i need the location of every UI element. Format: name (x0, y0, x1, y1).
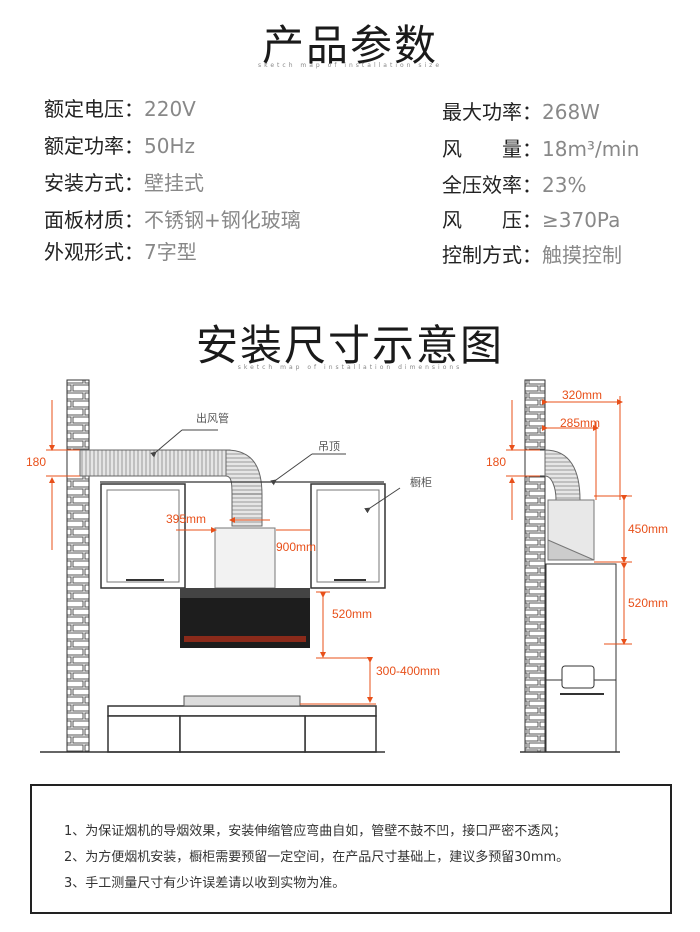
label-cabinet: 橱柜 (410, 476, 432, 489)
lower-cabinet-middle (179, 715, 306, 753)
spec-value: 23% (542, 173, 587, 197)
side-dim-label-450: 450mm (628, 522, 669, 536)
wall-opening-side (524, 449, 546, 477)
dim-label-180: 180 (26, 455, 47, 469)
spec-value: 18m³/min (542, 137, 640, 161)
note-1: 1、为保证烟机的导烟效果，安装伸缩管应弯曲自如，管壁不鼓不凹，接口严密不透风； (64, 824, 567, 839)
brick-wall (66, 379, 90, 753)
side-duct-bend (544, 449, 581, 501)
spec-value: 220V (144, 97, 196, 121)
spec-pressure: 风 压：≥370Pa (442, 208, 620, 232)
spec-label: 安装方式： (44, 171, 144, 195)
spec-value: 268W (542, 100, 600, 124)
gas-stove (183, 695, 301, 707)
spec-max-power: 最大功率：268W (442, 100, 600, 124)
spec-value: 7字型 (144, 240, 197, 264)
spec-value: ≥370Pa (542, 208, 621, 232)
spec-airflow: 风 量：18m³/min (442, 137, 639, 161)
spec-efficiency: 全压效率：23% (442, 173, 586, 197)
side-pot (561, 665, 595, 689)
dim-label-900: 900mm (276, 540, 317, 554)
brick-wall-side (524, 379, 546, 753)
label-ceiling: 吊顶 (318, 440, 340, 453)
side-dim-label-520: 520mm (628, 596, 669, 610)
lower-cabinet-right (304, 715, 377, 753)
spec-value: 壁挂式 (144, 171, 204, 195)
side-dim-label-180: 180 (486, 455, 507, 469)
callout-cabinet (364, 487, 401, 514)
spec-value: 不锈钢+钢化玻璃 (144, 208, 301, 232)
params-title: 产品参数 (261, 21, 438, 70)
countertop (107, 705, 377, 717)
cabinet-door-right (316, 489, 380, 583)
spec-label: 额定电压： (44, 97, 144, 121)
dim-label-395: 395mm (166, 512, 207, 526)
spec-voltage: 额定电压：220V (44, 97, 196, 121)
hood-light-strip (184, 636, 306, 642)
params-subtitle: sketch map of installation size (257, 62, 443, 69)
spec-label: 风 量： (442, 137, 542, 161)
cabinet-door-left (106, 489, 180, 583)
note-2: 2、为方便烟机安装，橱柜需要预留一定空间，在产品尺寸基础上，建议多预留30mm。 (64, 850, 570, 865)
spec-label: 外观形式： (44, 240, 144, 264)
spec-appearance: 外观形式：7字型 (44, 240, 197, 264)
spec-value: 触摸控制 (542, 243, 622, 267)
note-3: 3、手工测量尺寸有少许误差请以收到实物为准。 (64, 876, 346, 891)
side-cabinet (545, 563, 617, 681)
front-view (40, 379, 401, 753)
spec-label: 最大功率： (442, 100, 542, 124)
spec-install-method: 安装方式：壁挂式 (44, 171, 204, 195)
side-hood-angle (547, 539, 595, 561)
dim-label-520: 520mm (332, 607, 373, 621)
side-view (506, 379, 632, 753)
side-dim-label-285: 285mm (560, 416, 601, 430)
spec-value: 50Hz (144, 134, 195, 158)
lower-cabinet-left (107, 715, 181, 753)
exhaust-duct-bend (225, 449, 263, 496)
callout-duct (150, 429, 183, 458)
exhaust-duct-down (231, 493, 263, 527)
spec-label: 面板材质： (44, 208, 144, 232)
label-duct: 出风管 (196, 412, 229, 425)
spec-control: 控制方式：触摸控制 (442, 243, 622, 267)
spec-power-rated: 额定功率：50Hz (44, 134, 195, 158)
exhaust-duct (79, 449, 231, 477)
install-title: 安装尺寸示意图 (195, 321, 504, 370)
spec-panel-material: 面板材质：不锈钢+钢化玻璃 (44, 208, 301, 232)
spec-label: 全压效率： (442, 173, 542, 197)
side-lower-cabinet (545, 679, 617, 753)
dim-label-300-400: 300-400mm (376, 664, 441, 678)
hood-chimney (214, 527, 276, 589)
notes-box: 1、为保证烟机的导烟效果，安装伸缩管应弯曲自如，管壁不鼓不凹，接口严密不透风； … (30, 784, 672, 914)
spec-label: 风 压： (442, 208, 542, 232)
install-subtitle: sketch map of installation dimensions (237, 364, 463, 371)
hood-control-panel (180, 588, 310, 598)
callout-ceiling (270, 453, 313, 486)
spec-label: 额定功率： (44, 134, 144, 158)
spec-label: 控制方式： (442, 243, 542, 267)
side-dim-label-320: 320mm (562, 388, 603, 402)
